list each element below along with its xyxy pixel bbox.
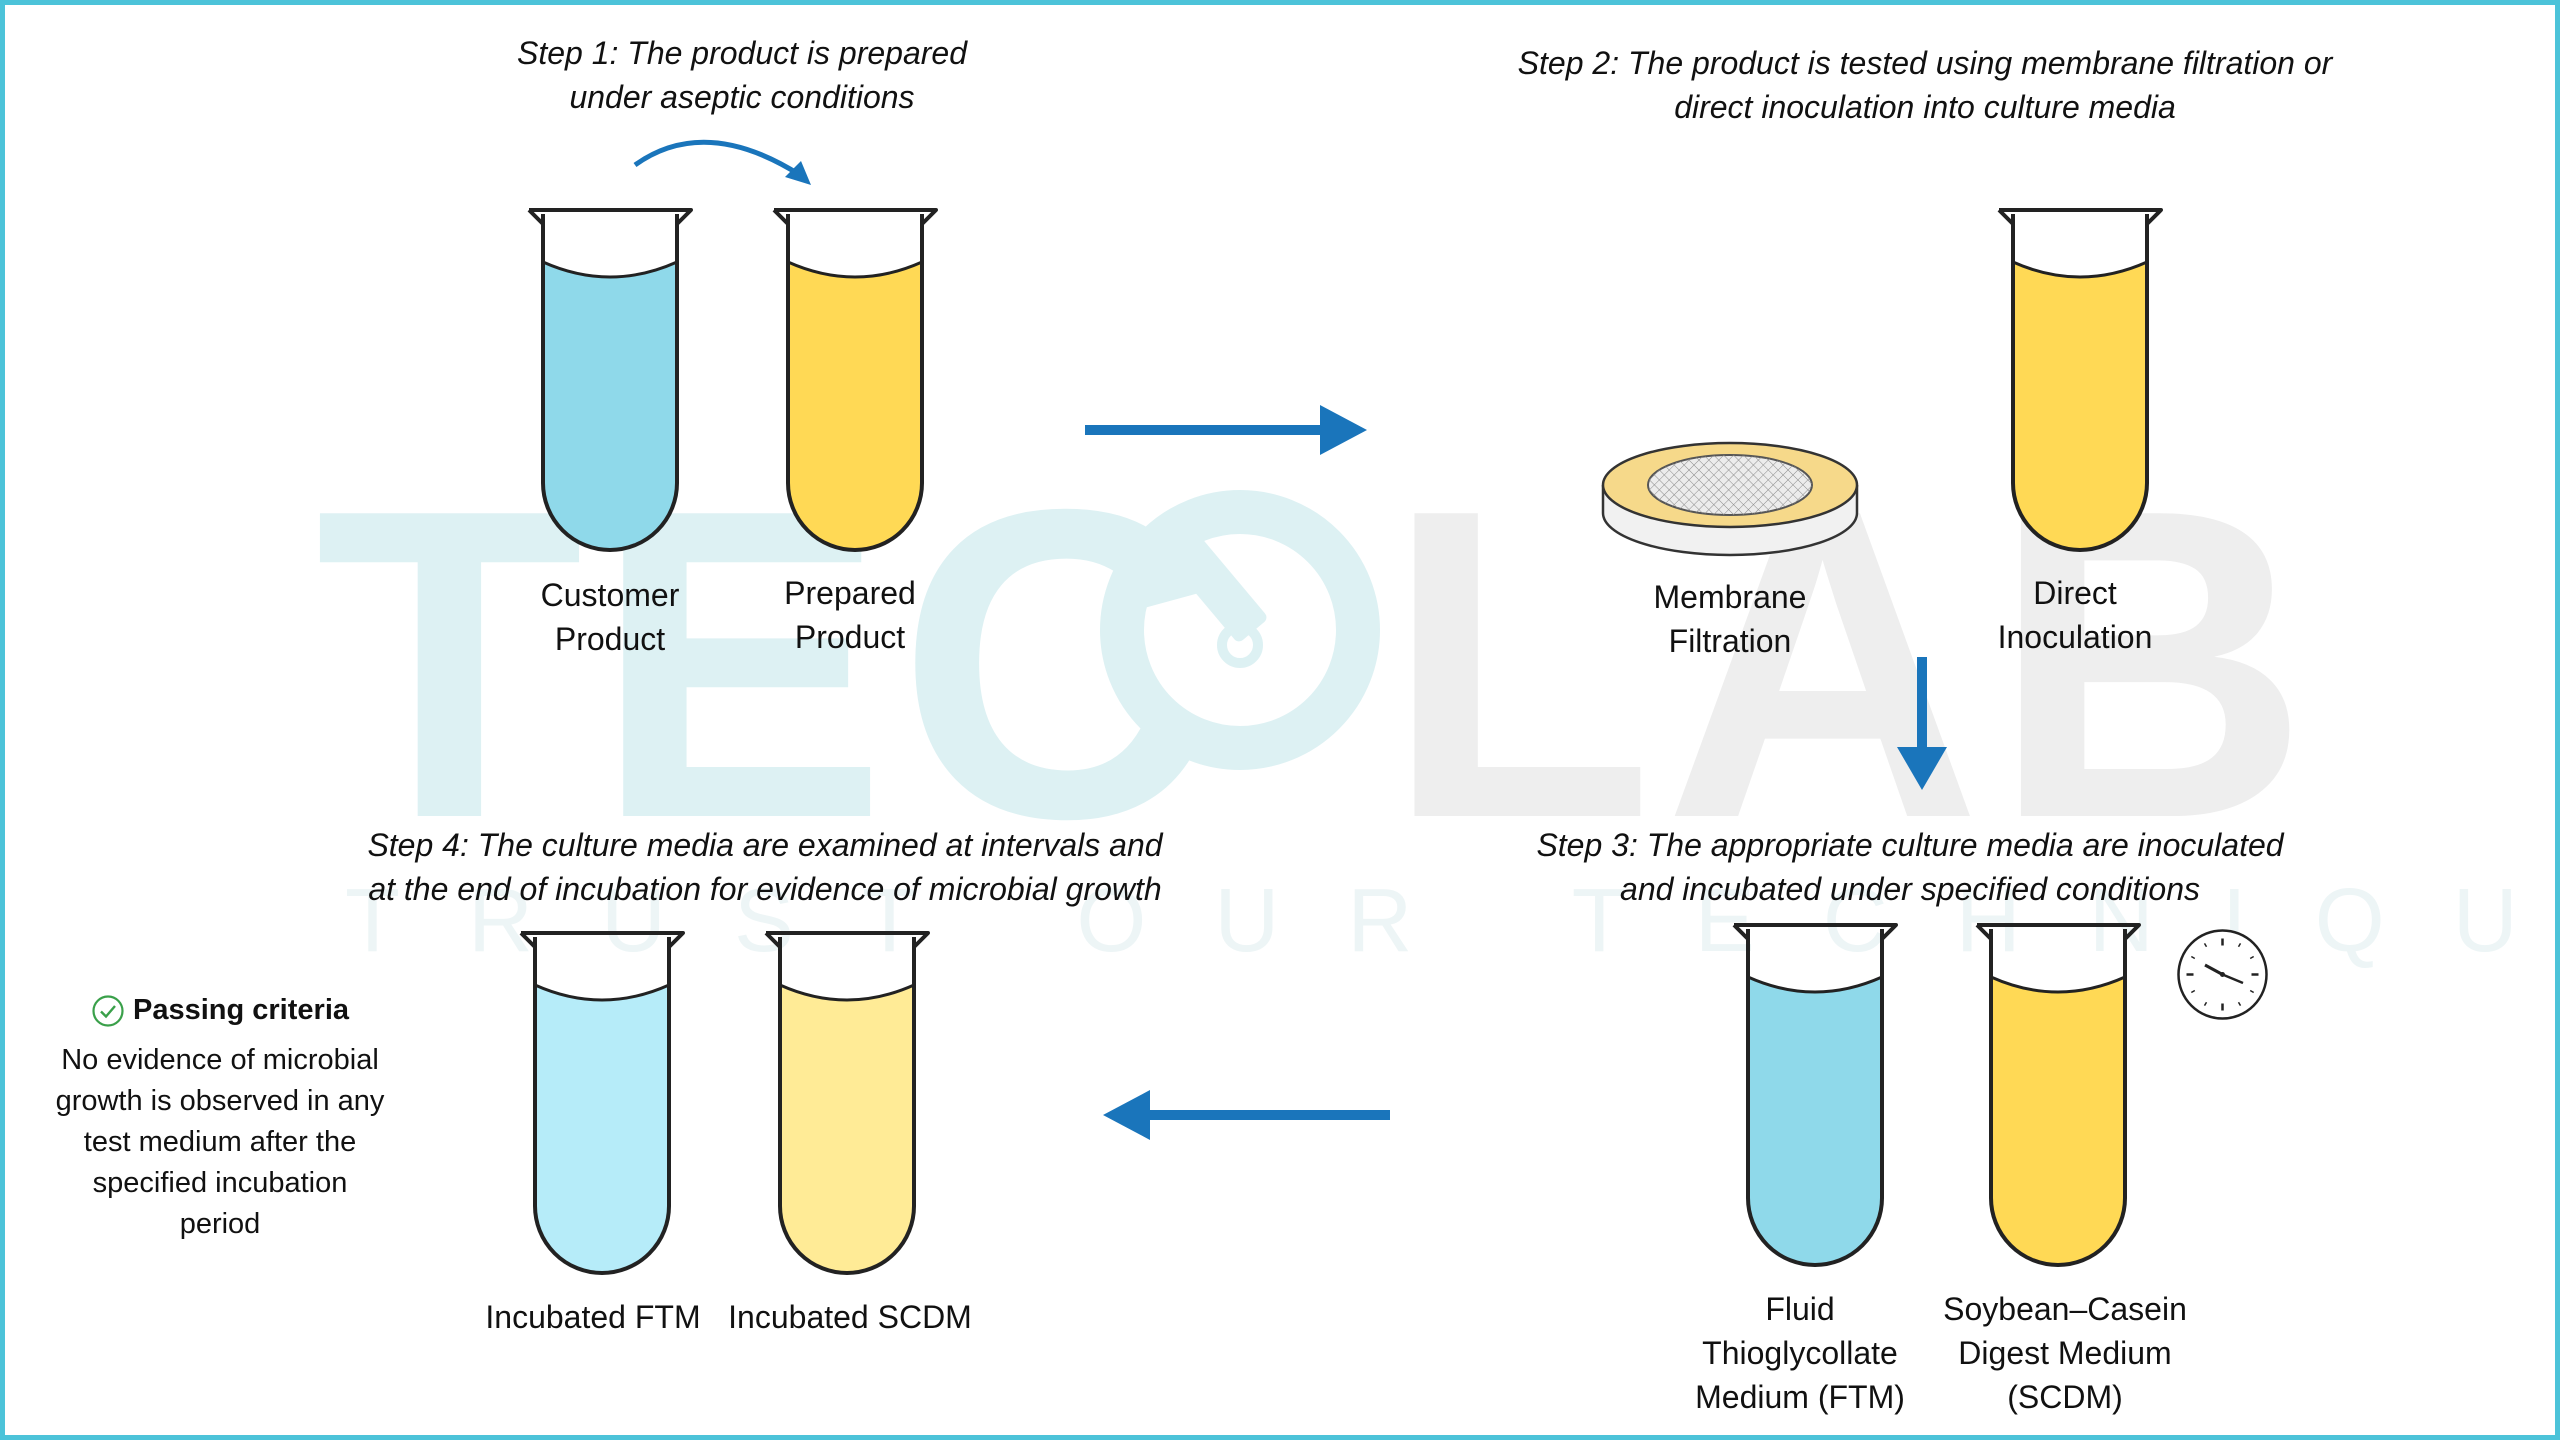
passing-criteria-title: Passing criteria <box>91 990 349 1031</box>
arrow-left-icon <box>1103 1090 1390 1140</box>
criteria-line5: period <box>179 1207 261 1240</box>
tube-liquid <box>535 985 669 1273</box>
tube-meniscus <box>1747 975 1883 994</box>
tube-glass <box>1989 929 2127 1267</box>
step4-text: Step 4: The culture media are examined a… <box>335 823 1195 911</box>
customer-product-line1: Customer <box>540 577 680 613</box>
criteria-line1: No evidence of microbial <box>61 1043 379 1076</box>
step3-line1: Step 3: The appropriate culture media ar… <box>1536 827 2284 863</box>
membrane-filtration-line1: Membrane <box>1653 579 1807 615</box>
passing-criteria-box: Passing criteria No evidence of microbia… <box>35 990 405 1245</box>
curved-arrow-icon <box>633 139 811 185</box>
incubated-ftm-text: Incubated FTM <box>485 1299 701 1335</box>
membrane-filter-icon <box>1601 441 1859 557</box>
direct-inoculation-label: Direct Inoculation <box>1935 571 2215 659</box>
direct-inoculation-line1: Direct <box>2033 575 2117 611</box>
step2-line1: Step 2: The product is tested using memb… <box>1517 45 2333 81</box>
step2-line2: direct inoculation into culture media <box>1674 89 2176 125</box>
arrow-right-icon <box>1085 405 1367 455</box>
criteria-line4: specified incubation <box>92 1166 348 1199</box>
tube-rim <box>1975 923 2141 941</box>
tube-rim <box>519 931 685 949</box>
tube-liquid <box>2013 262 2147 550</box>
clock-tick <box>2190 955 2196 960</box>
direct-inoculation-tube <box>1997 208 2163 552</box>
prepared-product-tube <box>772 208 938 552</box>
scdm-line1: Soybean–Casein <box>1943 1291 2187 1327</box>
prepared-product-line2: Product <box>794 619 906 655</box>
scdm-tube <box>1975 923 2141 1267</box>
step3-text: Step 3: The appropriate culture media ar… <box>1460 823 2360 911</box>
arrow-down-icon <box>1897 657 1947 790</box>
tube-rim <box>1997 208 2163 226</box>
incubated-scdm-label: Incubated SCDM <box>700 1295 1000 1339</box>
step4-line1: Step 4: The culture media are examined a… <box>367 827 1163 863</box>
criteria-line3: test medium after the <box>83 1125 357 1158</box>
tube-liquid <box>788 262 922 550</box>
tube-meniscus <box>1990 975 2126 994</box>
tube-rim <box>764 931 930 949</box>
membrane-filtration-label: Membrane Filtration <box>1590 575 1870 663</box>
tube-meniscus <box>534 983 670 1002</box>
tube-rim <box>527 208 693 226</box>
membrane-filtration-line2: Filtration <box>1668 623 1792 659</box>
incubated-ftm-tube <box>519 931 685 1275</box>
clock-tick <box>2249 989 2255 994</box>
tube-liquid <box>1748 977 1882 1265</box>
tube-glass <box>786 214 924 552</box>
tube-liquid <box>780 985 914 1273</box>
tube-meniscus <box>779 983 915 1002</box>
scdm-line3: (SCDM) <box>2007 1379 2123 1415</box>
watermark-brand-part1: TEC <box>315 419 1225 910</box>
step1-line2: under aseptic conditions <box>569 79 915 115</box>
ftm-line3: Medium (FTM) <box>1695 1379 1905 1415</box>
tube-glass <box>1746 929 1884 1267</box>
tube-meniscus <box>542 260 678 279</box>
incubated-ftm-label: Incubated FTM <box>453 1295 733 1339</box>
customer-product-tube <box>527 208 693 552</box>
step1-text: Step 1: The product is prepared under as… <box>442 31 1042 119</box>
scdm-label: Soybean–Casein Digest Medium (SCDM) <box>1905 1287 2225 1419</box>
tube-rim <box>772 208 938 226</box>
ftm-line1: Fluid <box>1765 1291 1835 1327</box>
tube-liquid <box>1991 977 2125 1265</box>
step3-line2: and incubated under specified conditions <box>1620 871 2200 907</box>
clock-tick <box>2249 955 2255 960</box>
prepared-product-line1: Prepared <box>784 575 916 611</box>
step2-text: Step 2: The product is tested using memb… <box>1425 41 2425 129</box>
incubated-scdm-text: Incubated SCDM <box>728 1299 972 1335</box>
customer-product-label: Customer Product <box>470 573 750 661</box>
tube-glass <box>778 937 916 1275</box>
clock-tick <box>2203 1001 2208 1007</box>
watermark-microscope-icon <box>1100 490 1380 770</box>
tube-meniscus <box>787 260 923 279</box>
criteria-line2: growth is observed in any <box>55 1084 385 1117</box>
tube-glass <box>541 214 679 552</box>
clock-tick <box>2203 942 2208 948</box>
customer-product-line2: Product <box>554 621 666 657</box>
passing-criteria-title-text: Passing criteria <box>133 994 349 1026</box>
tube-glass <box>533 937 671 1275</box>
scdm-line2: Digest Medium <box>1958 1335 2172 1371</box>
ftm-line2: Thioglycollate <box>1702 1335 1898 1371</box>
check-circle-icon <box>92 994 124 1027</box>
tube-rim <box>1732 923 1898 941</box>
tube-liquid <box>543 262 677 550</box>
step1-line1: Step 1: The product is prepared <box>516 35 968 71</box>
tube-glass <box>2011 214 2149 552</box>
ftm-tube <box>1732 923 1898 1267</box>
prepared-product-label: Prepared Product <box>710 571 990 659</box>
direct-inoculation-line2: Inoculation <box>1997 619 2153 655</box>
passing-criteria-body: No evidence of microbial growth is obser… <box>35 1040 405 1245</box>
incubated-scdm-tube <box>764 931 930 1275</box>
clock-tick <box>2237 942 2242 948</box>
clock-icon <box>2177 929 2268 1020</box>
ftm-label: Fluid Thioglycollate Medium (FTM) <box>1660 1287 1940 1419</box>
tube-meniscus <box>2012 260 2148 279</box>
step4-line2: at the end of incubation for evidence of… <box>368 871 1162 907</box>
clock-tick <box>2190 989 2196 994</box>
clock-tick <box>2237 1001 2242 1007</box>
